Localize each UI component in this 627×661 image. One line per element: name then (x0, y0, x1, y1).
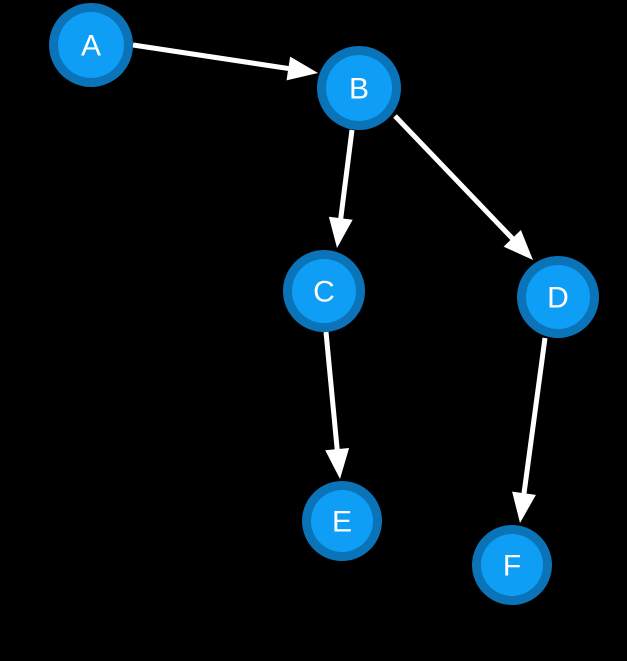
node-f[interactable]: F (472, 525, 552, 605)
node-fill-f (481, 534, 543, 596)
arrowhead-d-f (512, 491, 536, 523)
node-label-f: F (503, 550, 521, 583)
node-fill-b (326, 55, 392, 121)
edge-b-d (393, 114, 533, 260)
node-fill-e (311, 490, 373, 552)
node-a[interactable]: A (49, 3, 133, 87)
edge-b-c (328, 129, 355, 248)
edge-d-f (512, 337, 548, 523)
node-c[interactable]: C (283, 250, 365, 332)
node-e[interactable]: E (302, 481, 382, 561)
edge-c-e (323, 331, 350, 479)
node-fill-a (58, 12, 124, 78)
nodes-layer: A B C D E F (49, 3, 599, 605)
node-label-c: C (313, 276, 335, 309)
node-label-b: B (349, 73, 369, 106)
node-d[interactable]: D (517, 256, 599, 338)
arrowhead-b-c (328, 216, 353, 248)
arrowhead-a-b (286, 56, 318, 81)
edges-layer (132, 42, 548, 523)
node-fill-d (526, 265, 590, 329)
node-label-d: D (547, 282, 569, 315)
node-b[interactable]: B (317, 46, 401, 130)
edge-a-b (132, 42, 318, 81)
arrowhead-c-e (325, 447, 350, 479)
node-label-a: A (81, 30, 101, 63)
arrowhead-b-d (503, 230, 533, 260)
node-fill-c (292, 259, 356, 323)
node-label-e: E (332, 506, 352, 539)
